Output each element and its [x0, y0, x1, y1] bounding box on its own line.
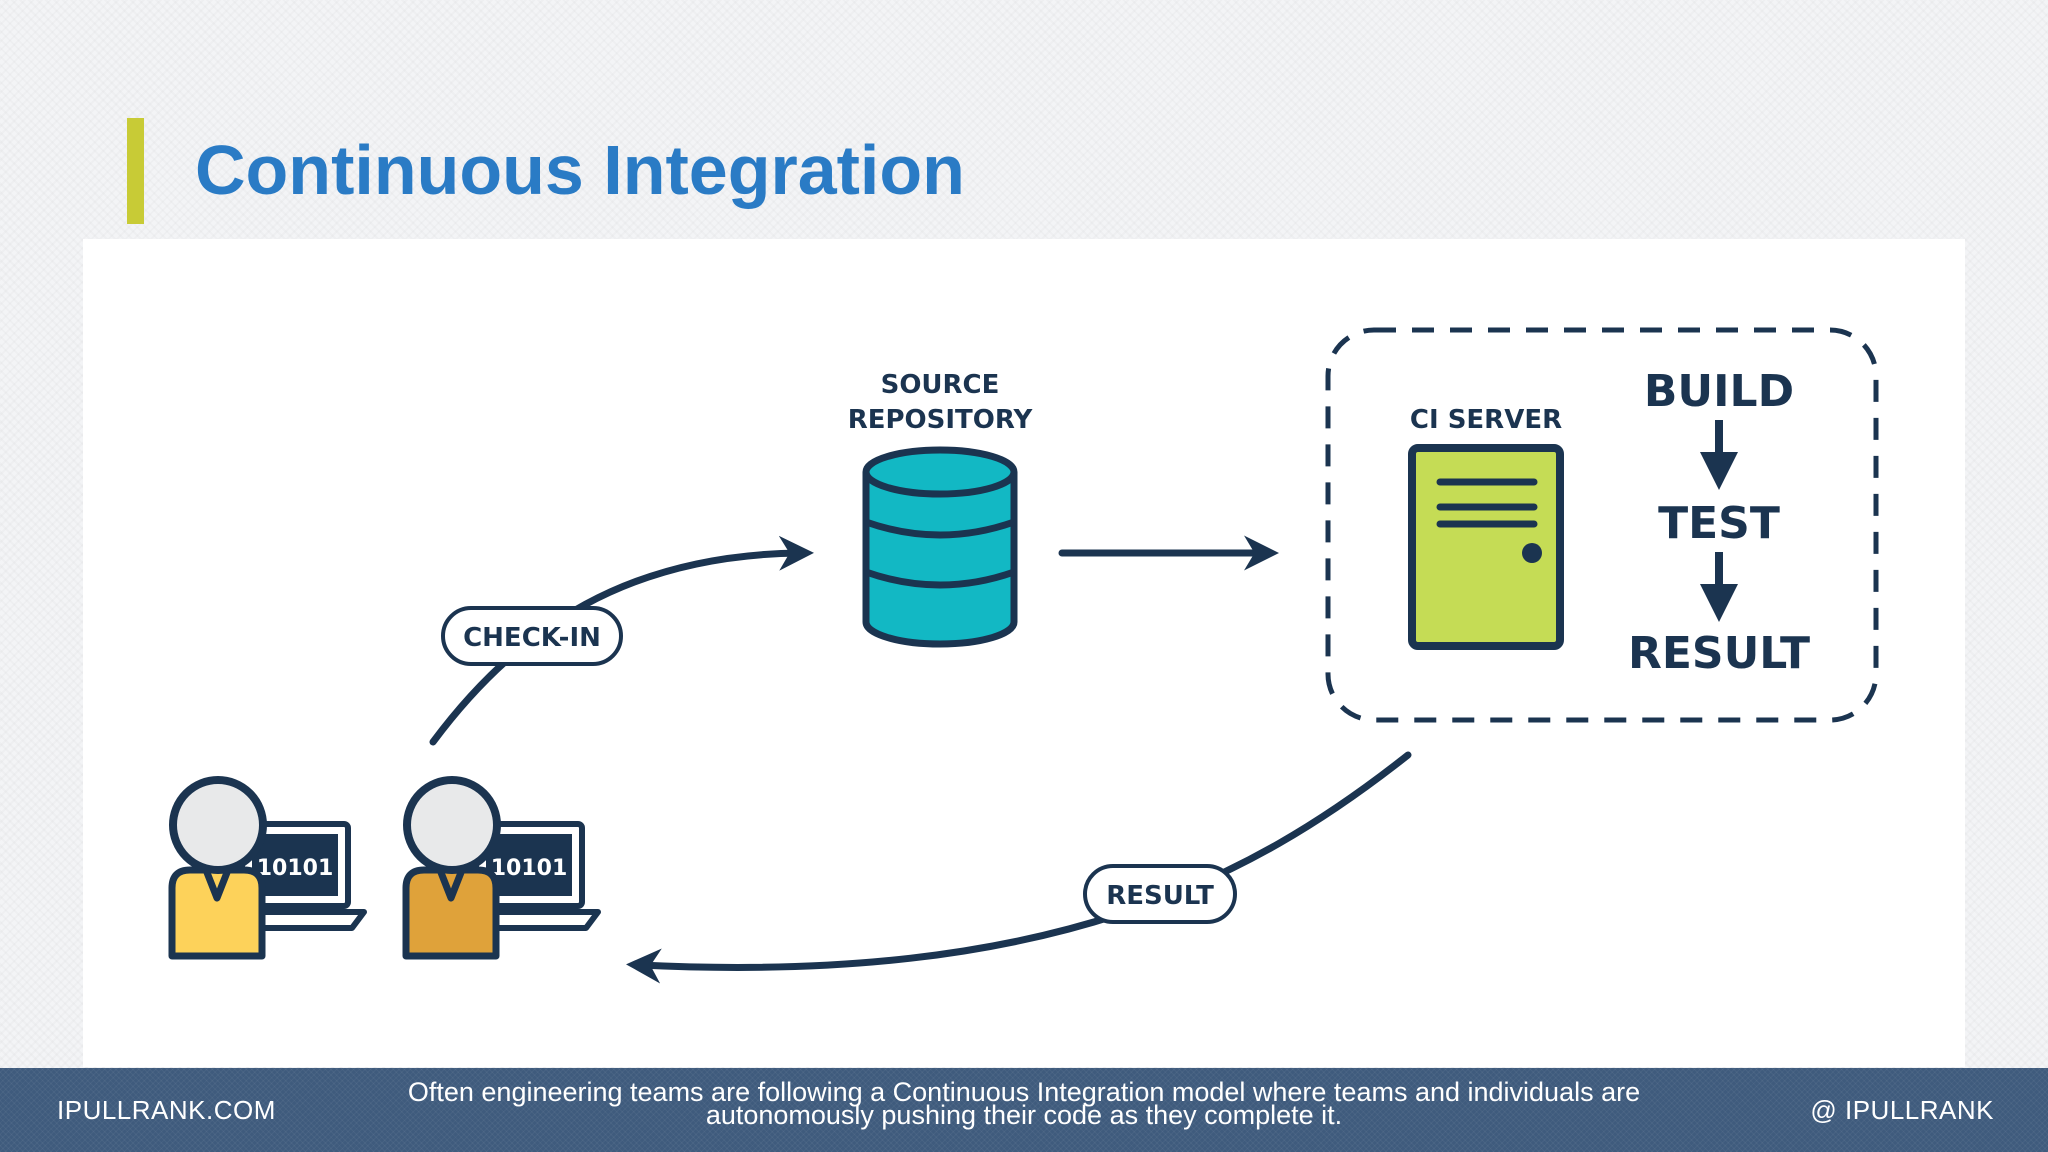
footer-caption-line-2: autonomously pushing their code as they … — [705, 1100, 1343, 1130]
ci-server-label: CI SERVER — [1410, 405, 1562, 435]
pipeline-step-result: RESULT — [1628, 628, 1810, 679]
slide-title: Continuous Integration — [195, 131, 965, 209]
footer-bar: IPULLRANK.COM Often engineering teams ar… — [0, 1068, 2048, 1152]
developer-icon — [168, 776, 267, 960]
developer-2: 10101 — [402, 776, 601, 960]
footer-caption-line-1: Often engineering teams are following a … — [407, 1077, 1641, 1107]
check-in-pill: CHECK-IN — [441, 606, 623, 666]
title-accent-bar — [127, 118, 144, 224]
ci-server-boundary — [1325, 327, 1879, 723]
server-icon — [1408, 444, 1564, 650]
source-repository-label-line-1: SOURCE — [881, 370, 1000, 400]
pipeline-step-build: BUILD — [1644, 366, 1794, 417]
test-to-result-arrow-icon — [1700, 552, 1738, 622]
laptop-icon: 10101 — [459, 821, 601, 931]
footer-caption: Often engineering teams are following a … — [360, 1077, 1688, 1130]
pipeline-step-test: TEST — [1658, 498, 1780, 549]
result-pill: RESULT — [1083, 864, 1237, 924]
check-in-arrow — [429, 535, 814, 746]
build-to-test-arrow-icon — [1700, 420, 1738, 490]
database-icon — [862, 446, 1018, 648]
result-label: RESULT — [1106, 881, 1214, 911]
diagram-panel — [83, 239, 1965, 1067]
source-repository-label-line-2: REPOSITORY — [848, 405, 1034, 435]
laptop-screen-text: 10101 — [257, 856, 334, 881]
result-arrow — [626, 751, 1412, 984]
laptop-screen-text: 10101 — [491, 856, 568, 881]
footer-handle: @ IPULLRANK — [1810, 1095, 1994, 1125]
footer-website: IPULLRANK.COM — [57, 1095, 276, 1125]
check-in-label: CHECK-IN — [463, 623, 601, 653]
developer-icon — [402, 776, 501, 960]
developer-1: 10101 — [168, 776, 367, 960]
